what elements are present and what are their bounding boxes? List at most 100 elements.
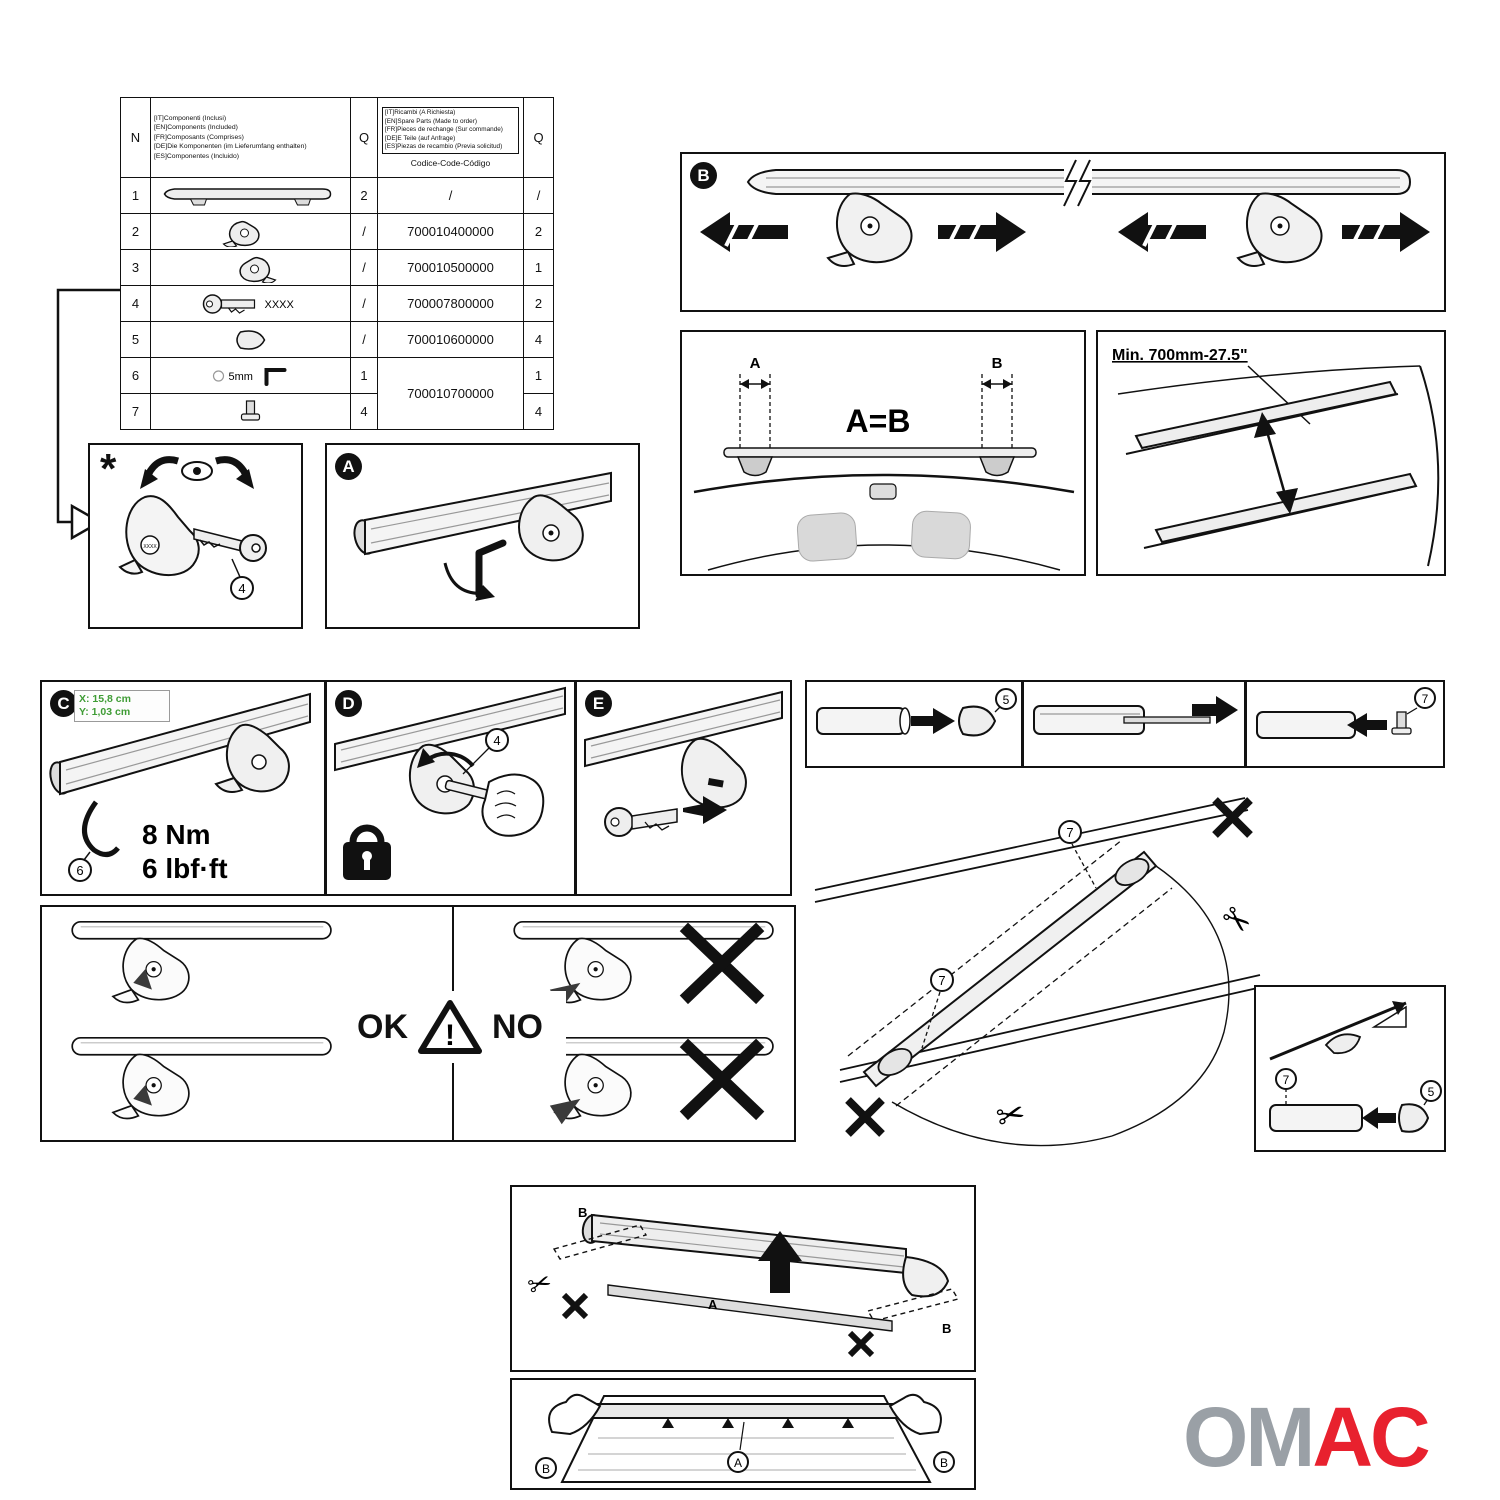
crossbar	[364, 471, 612, 556]
torque-drawing: 6 8 Nm 6 lbf·ft	[49, 692, 311, 884]
crossbar	[59, 692, 311, 796]
crossbar	[591, 1213, 907, 1275]
cell-n: 7	[120, 393, 151, 430]
clamp-correct-drawing	[71, 1036, 332, 1120]
hand-left	[548, 1393, 602, 1436]
flag	[1371, 1005, 1407, 1028]
hand	[481, 773, 545, 837]
cell-q2: 4	[523, 321, 554, 358]
key-code-text: XXXX	[265, 299, 295, 311]
clamp-foot	[902, 1255, 950, 1298]
rear-window-drawing: B A B	[535, 1393, 955, 1483]
keyhole	[707, 778, 724, 788]
spare-header-box: [IT]Ricambi (A Richiesta) [EN]Spare Part…	[382, 106, 519, 155]
warning-triangle-icon: !	[418, 1000, 482, 1054]
part-ref-circle	[1414, 687, 1436, 709]
panel-step-c: C X: 15,8 cm Y: 1,03 cm 6 8 Nm 6 lbf·ft	[40, 680, 326, 896]
cell-part	[150, 177, 351, 214]
key-icon: XXXX	[202, 293, 295, 314]
pos-b-label: B	[942, 1321, 951, 1336]
part-ref-7: 7	[938, 973, 945, 988]
cell-q2: 1	[523, 249, 554, 286]
torque-nm-text: 8 Nm	[142, 819, 210, 850]
cell-q: 2	[350, 177, 378, 214]
spare-line: [ES]Piezas de recambio (Previa solicitud…	[385, 143, 503, 151]
clamp-body	[125, 495, 200, 577]
components-table: N [IT]Componenti (Inclusi) [EN]Component…	[120, 97, 554, 430]
lock-key-drawing: 4	[334, 686, 566, 880]
seat-right	[911, 510, 971, 560]
part-ref-7: 7	[1422, 692, 1429, 706]
strip-install-drawing: B B A ✂	[523, 1205, 960, 1358]
roof-cut-diagram: 7 7 ✂ ✂	[814, 797, 1263, 1147]
scissors-icon: ✂	[992, 1094, 1029, 1138]
bar-end	[1256, 711, 1356, 739]
bar-slide-drawing	[700, 159, 1430, 267]
cell-n: 3	[120, 249, 151, 286]
part-ref-5: 5	[1428, 1085, 1435, 1099]
table-row: 6 5mm 1 700010700000 1	[120, 357, 554, 430]
clamp-lower-icon	[239, 256, 277, 283]
arrow-right-icon	[938, 212, 1026, 252]
cell-code: 700007800000	[377, 285, 524, 322]
panel-strip-detail: 7 5	[1254, 985, 1446, 1152]
min-distance-text: Min. 700mm-27.5"	[1112, 347, 1248, 364]
stand-right	[978, 456, 1016, 477]
crossbar	[723, 447, 1037, 458]
insert-arrow	[683, 796, 727, 824]
cell-n: 2	[120, 213, 151, 250]
roof-edge	[1419, 365, 1440, 567]
table-row: 1 2 / /	[120, 177, 554, 214]
stud-bolt-icon	[240, 399, 261, 421]
clamp-top-view	[1324, 1033, 1362, 1055]
included-line: [IT]Componenti (Inclusi)	[154, 114, 227, 122]
break-symbol	[1063, 159, 1078, 207]
panel-endcap: 5	[805, 680, 1023, 768]
panel-strip-install: B B A ✂	[510, 1185, 976, 1372]
panel-step-e: E	[575, 680, 792, 896]
crossbar	[569, 1403, 921, 1419]
table-row: 5 / 700010600000 4	[120, 321, 554, 358]
seat-left	[796, 512, 858, 562]
cell-code-span: 700010700000	[377, 357, 524, 430]
equal-spacing-drawing: A=B A B	[693, 355, 1075, 571]
pos-a-label: A	[708, 1297, 718, 1312]
aeqb-text: A=B	[846, 403, 911, 439]
scissors-icon: ✂	[523, 1265, 556, 1302]
insert-arrow	[1192, 696, 1238, 724]
arrow-left-icon	[1118, 212, 1206, 252]
panel-ok-no: OK ! NO	[40, 905, 796, 1142]
strip-rod	[1269, 1001, 1407, 1061]
scissors-icon: ✂	[1213, 897, 1259, 944]
table-row: 4 XXXX / 700007800000 2	[120, 285, 554, 322]
logo-red-part: AC	[1312, 1390, 1430, 1484]
key-shaft	[193, 528, 243, 552]
clamp-top	[1114, 857, 1150, 887]
rubber-strip	[82, 800, 120, 857]
panel-equal-spacing: A=B A B	[680, 330, 1086, 576]
part-ref-circle	[68, 858, 92, 882]
lock-code-text: XXXX	[143, 544, 157, 550]
no-label: NO	[492, 1007, 543, 1046]
cell-code: 700010600000	[377, 321, 524, 358]
roof-line	[693, 473, 1075, 494]
up-arrow	[782, 1418, 794, 1428]
up-arrow	[758, 1231, 802, 1293]
strip-b-left	[552, 1224, 648, 1260]
pos-a-label: A	[734, 1456, 742, 1470]
x-mark	[1212, 797, 1253, 838]
cell-q2: /	[523, 177, 554, 214]
table-header-row: N [IT]Componenti (Inclusi) [EN]Component…	[120, 97, 554, 178]
clamp-upper-icon	[222, 220, 260, 247]
panel-step-b: B	[680, 152, 1446, 312]
cell-q2: 2	[523, 213, 554, 250]
panel-min-distance: Min. 700mm-27.5"	[1096, 330, 1446, 576]
strip	[1123, 716, 1211, 724]
crossbar-icon	[163, 187, 332, 205]
part-ref-circle	[485, 728, 509, 752]
cell-part	[150, 213, 351, 250]
cell-n: 1	[120, 177, 151, 214]
part-ref-5: 5	[1003, 693, 1010, 707]
cell-n: 6	[120, 357, 151, 394]
